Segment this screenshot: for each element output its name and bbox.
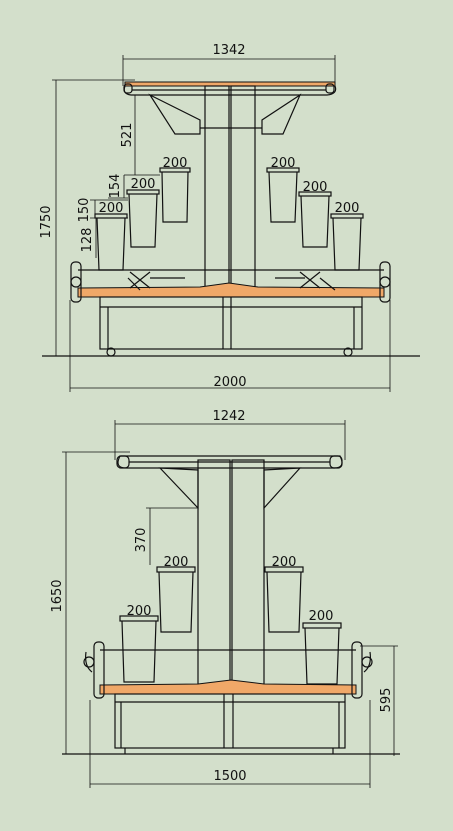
dim-label-bucket-left-2: 200 — [131, 177, 156, 192]
dim-label-bucket-right-1: 200 — [271, 156, 296, 171]
right-bucket-lower-2: 200 — [302, 609, 342, 685]
central-column — [148, 85, 302, 291]
right-bucket-upper-2: 200 — [264, 555, 304, 633]
dim-label-side-height: 595 — [379, 688, 394, 713]
dimension-total-height-2: 1650 — [50, 451, 130, 754]
dim-label-bucket-right-2: 200 — [303, 180, 328, 195]
left-bucket-lower: 200 — [94, 201, 128, 271]
lower-frame-2 — [114, 693, 346, 754]
base-platform-2 — [83, 641, 373, 699]
dim-label-bucket-right-2-2: 200 — [309, 609, 334, 624]
dimension-total-height: 1750 — [39, 79, 135, 356]
dim-label-upper-gap-2: 370 — [134, 528, 149, 553]
base-platform — [70, 261, 391, 303]
lower-frame — [99, 296, 363, 357]
dim-label-gap-128: 128 — [80, 228, 95, 253]
dim-label-total-height-2: 1650 — [50, 579, 65, 612]
dimension-bottom-width: 2000 — [69, 300, 391, 392]
left-bucket-lower-2: 200 — [119, 604, 159, 683]
dim-label-total-height: 1750 — [39, 205, 54, 238]
dimension-top-width: 1342 — [122, 43, 336, 86]
dimension-side-height: 595 — [360, 645, 398, 756]
dim-label-bucket-left-1: 200 — [163, 156, 188, 171]
dim-label-gap-150: 150 — [77, 198, 92, 223]
dim-label-bottom-width-2: 1500 — [213, 769, 246, 784]
dim-label-bottom-width: 2000 — [213, 375, 246, 390]
dim-label-top-width: 1342 — [212, 43, 245, 58]
dimension-upper-gap-2: 370 — [134, 507, 198, 565]
right-bucket-upper: 200 — [266, 156, 300, 223]
right-bucket-middle: 200 — [298, 180, 332, 248]
dim-label-bucket-left-3: 200 — [99, 201, 124, 216]
dim-label-gap-154: 154 — [108, 174, 123, 199]
dimension-bottom-width-2: 1500 — [89, 700, 371, 788]
left-bucket-upper-2: 200 — [156, 555, 196, 633]
dim-label-bucket-right-3: 200 — [335, 201, 360, 216]
central-column-2 — [158, 459, 302, 693]
right-bucket-lower: 200 — [330, 201, 364, 271]
dim-label-upper-gap: 521 — [120, 123, 135, 148]
front-view-two-tier: 1242 1650 370 — [50, 409, 400, 788]
left-bucket-upper: 200 — [159, 156, 191, 223]
dim-label-top-width-2: 1242 — [212, 409, 245, 424]
left-bucket-middle: 200 — [126, 177, 160, 248]
top-shelf — [123, 81, 337, 96]
dim-label-bucket-left-2-2: 200 — [127, 604, 152, 619]
dim-label-bucket-right-1-2: 200 — [272, 555, 297, 570]
dimension-top-width-2: 1242 — [114, 409, 346, 460]
dim-label-bucket-left-1-2: 200 — [164, 555, 189, 570]
front-view-three-tier: 1342 1750 521 — [39, 43, 420, 392]
